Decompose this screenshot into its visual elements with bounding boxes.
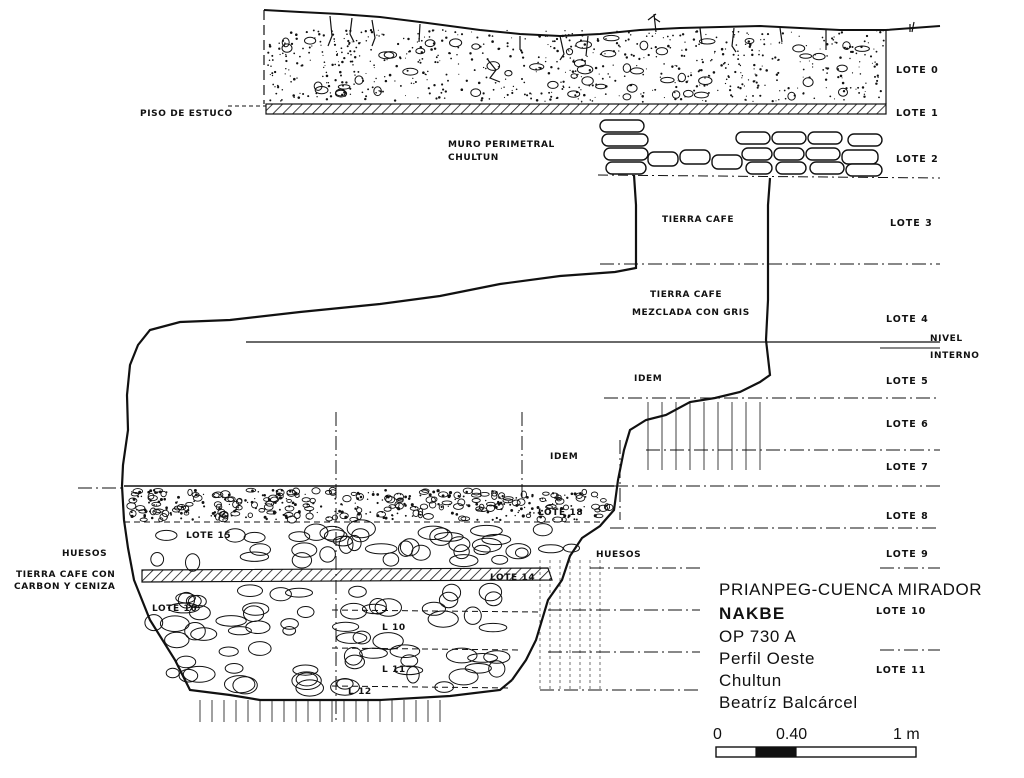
feature-name: Chultun (719, 671, 782, 690)
lote-8: LOTE 8 (886, 511, 929, 522)
huesos-left-label: HUESOS (62, 549, 107, 559)
lote-1: LOTE 1 (896, 108, 939, 119)
perimeter-wall-stones (599, 119, 883, 177)
nivel-label-line1: NIVEL (930, 334, 963, 344)
lote-2: LOTE 2 (896, 154, 939, 165)
caption-block: PRIANPEG-CUENCA MIRADOR NAKBE OP 730 A P… (719, 580, 982, 712)
lote14-band (141, 567, 553, 583)
lote16-stones (144, 582, 511, 697)
topsoil-speckle (267, 29, 885, 103)
gravel-layer (126, 486, 614, 524)
grid-lines (78, 263, 940, 722)
project-title: PRIANPEG-CUENCA MIRADOR (719, 580, 982, 599)
lote-11: LOTE 11 (876, 665, 926, 676)
l12-label: L 12 (348, 687, 372, 697)
author-name: Beatríz Balcárcel (719, 693, 858, 712)
scale-bar: 0 0.40 1 m (713, 726, 920, 758)
chultun-outline (120, 174, 772, 702)
site-name: NAKBE (719, 604, 785, 623)
muro-label-line1: MURO PERIMETRAL (448, 140, 555, 150)
lote-5: LOTE 5 (886, 376, 929, 387)
lote-10: LOTE 10 (876, 606, 926, 617)
topsoil-stones (281, 34, 870, 101)
profile-name: Perfil Oeste (719, 649, 815, 668)
lote-6: LOTE 6 (886, 419, 929, 430)
idem-lower-label: IDEM (550, 452, 578, 462)
scale-start-label: 0 (713, 726, 722, 743)
scale-end-label: 1 m (893, 726, 920, 743)
lote15-inner-label: LOTE 15 (186, 531, 231, 541)
idem-upper-label: IDEM (634, 374, 662, 384)
tierra-carbon-line1: TIERRA CAFE CON (16, 570, 115, 580)
lote14-inner-label: LOTE 14 (490, 573, 535, 583)
lote-7: LOTE 7 (886, 462, 929, 473)
l10-label: L 10 (382, 623, 406, 633)
lote16-inner-label: LOTE 16 (152, 604, 197, 614)
lote15-stones (150, 519, 580, 572)
lote-column: LOTE 0 LOTE 1 LOTE 2 LOTE 3 LOTE 4 LOTE … (876, 65, 939, 676)
huesos-right-label: HUESOS (596, 550, 641, 560)
lote18-inner-label: LOTE 18 (538, 508, 583, 518)
topsoil-layer (263, 9, 941, 104)
piso-estuco-label: PISO DE ESTUCO (140, 109, 233, 119)
root-marks (327, 13, 915, 83)
l11-label: L 11 (382, 665, 406, 675)
stucco-floor (228, 103, 887, 115)
nivel-label-line2: INTERNO (930, 351, 979, 361)
operation-id: OP 730 A (719, 627, 796, 646)
fill-layers (124, 485, 614, 697)
lote-9: LOTE 9 (886, 549, 929, 560)
tierra-cafe-mezclada-line2: MEZCLADA CON GRIS (632, 308, 750, 318)
scale-mid-label: 0.40 (776, 726, 807, 743)
stake-lines (199, 402, 761, 722)
tierra-carbon-line2: CARBON Y CENIZA (14, 582, 115, 592)
tierra-cafe-mezclada-line1: TIERRA CAFE (650, 290, 722, 300)
lote-3: LOTE 3 (890, 218, 933, 229)
lote-0: LOTE 0 (896, 65, 939, 76)
muro-label-line2: CHULTUN (448, 153, 499, 163)
lote-4: LOTE 4 (886, 314, 929, 325)
tierra-cafe-label: TIERRA CAFE (662, 215, 734, 225)
